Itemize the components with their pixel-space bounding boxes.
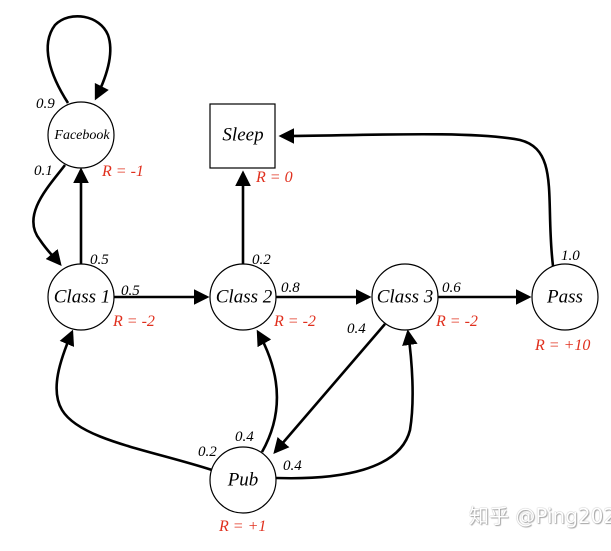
edge-pub-class1 — [55, 329, 213, 472]
prob-class1-facebook: 0.5 — [90, 252, 109, 268]
prob-pub-class1: 0.2 — [198, 444, 217, 460]
prob-pass-sleep: 1.0 — [561, 248, 580, 264]
prob-class1-class2: 0.5 — [121, 283, 140, 299]
prob-facebook-facebook: 0.9 — [36, 96, 55, 112]
node-label-class3: Class 3 — [377, 286, 434, 307]
edge-facebook-facebook — [46, 15, 112, 104]
node-class2 — [209, 263, 277, 331]
watermark: 知乎 @Ping2021 — [469, 504, 611, 528]
reward-pass: R = +10 — [534, 337, 590, 354]
node-label-class1: Class 1 — [54, 286, 111, 307]
edge-pub-class2 — [256, 329, 279, 453]
prob-facebook-class1: 0.1 — [34, 163, 53, 179]
edge-class3-pub — [273, 323, 386, 454]
edge-facebook-class1 — [32, 164, 67, 266]
reward-pub: R = +1 — [218, 518, 266, 535]
edge-pass-sleep — [278, 128, 555, 267]
reward-class3: R = -2 — [435, 313, 478, 330]
node-label-sleep: Sleep — [222, 124, 263, 145]
prob-pub-class3: 0.4 — [283, 458, 302, 474]
reward-class1: R = -2 — [112, 313, 155, 330]
node-label-facebook: Facebook — [53, 128, 110, 143]
reward-sleep: R = 0 — [255, 169, 293, 186]
node-class1 — [47, 263, 115, 331]
reward-facebook: R = -1 — [101, 163, 144, 180]
node-label-pub: Pub — [227, 469, 259, 490]
node-pass — [531, 263, 599, 331]
node-label-pass: Pass — [546, 286, 583, 307]
prob-class2-sleep: 0.2 — [252, 252, 271, 268]
prob-class3-pass: 0.6 — [442, 280, 461, 296]
prob-class2-class3: 0.8 — [281, 280, 300, 296]
node-facebook — [47, 101, 115, 169]
prob-pub-class2: 0.4 — [235, 429, 254, 445]
edge-pub-class3 — [275, 329, 418, 480]
node-label-class2: Class 2 — [216, 286, 273, 307]
reward-class2: R = -2 — [273, 313, 316, 330]
node-sleep — [209, 103, 276, 169]
node-class3 — [371, 263, 439, 331]
prob-class3-pub: 0.4 — [347, 321, 366, 337]
node-pub — [209, 446, 277, 514]
